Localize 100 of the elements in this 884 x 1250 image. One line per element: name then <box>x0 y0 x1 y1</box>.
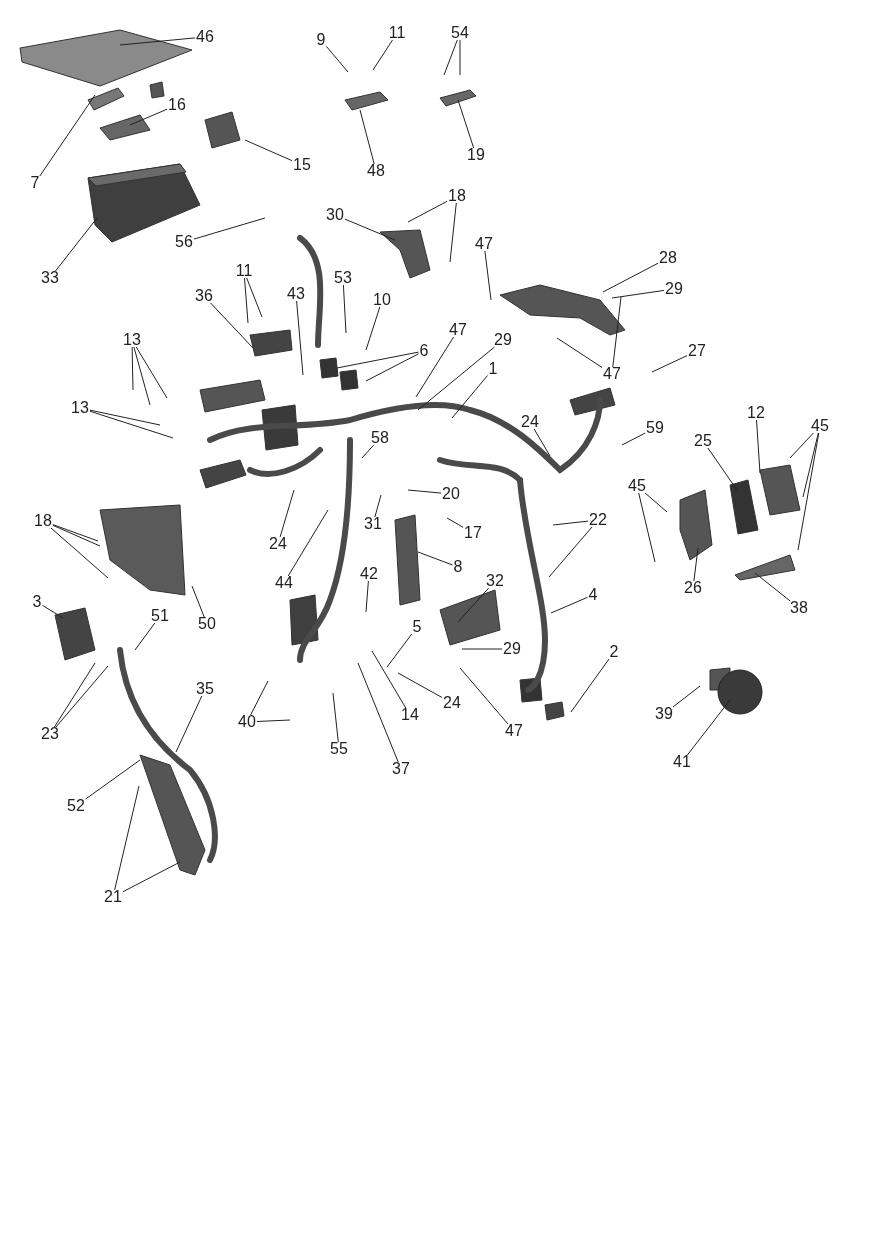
leader-line <box>552 520 589 526</box>
leader-line <box>756 419 761 474</box>
leader-line <box>287 509 329 577</box>
callout-number: 40 <box>238 713 256 731</box>
leader-line <box>802 432 819 498</box>
callout-number: 18 <box>448 187 466 205</box>
callout-number: 9 <box>316 31 326 49</box>
callout-number: 8 <box>453 558 463 576</box>
leader-line <box>789 432 814 459</box>
leader-line <box>459 667 509 725</box>
leader-line <box>417 551 453 566</box>
callout-number: 13 <box>123 331 141 349</box>
leader-line <box>244 139 293 162</box>
leader-line <box>344 218 396 241</box>
callout-number: 46 <box>196 28 214 46</box>
callout-number: 30 <box>326 206 344 224</box>
leader-line <box>374 494 382 518</box>
leader-line <box>361 444 375 459</box>
callout-number: 56 <box>175 233 193 251</box>
leader-line <box>397 672 443 698</box>
callout-number: 26 <box>684 579 702 597</box>
leader-line <box>210 302 254 349</box>
callout-number: 47 <box>603 365 621 383</box>
callout-number: 6 <box>419 342 429 360</box>
callout-number: 3 <box>32 593 42 611</box>
callout-number: 55 <box>330 740 348 758</box>
leader-line <box>119 37 196 46</box>
leader-line <box>342 284 347 334</box>
leader-line <box>693 547 699 582</box>
leader-line <box>134 622 156 651</box>
callout-number: 36 <box>195 287 213 305</box>
leader-line <box>55 217 98 272</box>
leader-line <box>386 633 413 668</box>
callout-number: 48 <box>367 162 385 180</box>
leader-line <box>39 94 96 177</box>
callout-number: 16 <box>168 96 186 114</box>
callout-number: 25 <box>694 432 712 450</box>
callout-number: 20 <box>442 485 460 503</box>
callout-number: 37 <box>392 760 410 778</box>
callout-number: 27 <box>688 342 706 360</box>
callout-number: 2 <box>609 643 619 661</box>
leader-line <box>457 99 475 149</box>
leader-line <box>175 695 203 753</box>
callout-number: 43 <box>287 285 305 303</box>
callout-number: 11 <box>235 262 253 280</box>
callout-number: 4 <box>588 586 598 604</box>
leader-line <box>570 658 610 713</box>
leader-line <box>415 336 455 398</box>
leader-line <box>129 108 168 126</box>
leader-line <box>365 306 381 351</box>
leader-line <box>114 785 140 891</box>
leader-line <box>443 39 458 76</box>
leader-line <box>122 861 181 893</box>
callout-number: 47 <box>449 321 467 339</box>
leader-line <box>417 346 495 411</box>
leader-line <box>296 300 304 376</box>
callout-number: 18 <box>34 512 52 530</box>
leader-line <box>256 719 291 722</box>
leader-line <box>193 217 266 240</box>
callout-number: 41 <box>673 753 691 771</box>
leader-line <box>279 489 295 538</box>
callout-number: 19 <box>467 146 485 164</box>
leader-line <box>686 699 731 756</box>
leader-line <box>372 39 393 71</box>
callout-number: 24 <box>521 413 539 431</box>
leader-line <box>461 648 503 650</box>
leader-line <box>50 527 109 579</box>
leader-line <box>672 685 701 708</box>
leader-line <box>133 346 151 406</box>
callout-number: 15 <box>293 156 311 174</box>
leader-line <box>548 526 593 578</box>
leader-line <box>707 447 738 491</box>
callout-number: 35 <box>196 680 214 698</box>
callout-number: 29 <box>503 640 521 658</box>
leader-line <box>89 409 161 426</box>
callout-number: 12 <box>747 404 765 422</box>
leader-line <box>371 650 407 709</box>
callout-number: 44 <box>275 574 293 592</box>
callout-number: 5 <box>412 618 422 636</box>
callout-number: 23 <box>41 725 59 743</box>
leader-line <box>533 428 551 457</box>
leader-line <box>42 604 64 619</box>
callout-number: 45 <box>811 417 829 435</box>
callout-number: 38 <box>790 599 808 617</box>
callout-number: 47 <box>505 722 523 740</box>
leader-line <box>407 200 448 223</box>
callout-number: 52 <box>67 797 85 815</box>
leader-line <box>754 572 791 602</box>
leader-line <box>365 580 369 613</box>
leader-line <box>191 585 205 618</box>
leader-line <box>326 46 349 73</box>
callout-number: 59 <box>646 419 664 437</box>
leader-line <box>602 262 659 293</box>
leader-line <box>365 353 419 382</box>
callout-number: 45 <box>628 477 646 495</box>
callout-number: 33 <box>41 269 59 287</box>
leader-line <box>449 202 457 263</box>
leader-line <box>250 680 269 716</box>
callout-number: 21 <box>104 888 122 906</box>
leader-line <box>644 492 668 513</box>
